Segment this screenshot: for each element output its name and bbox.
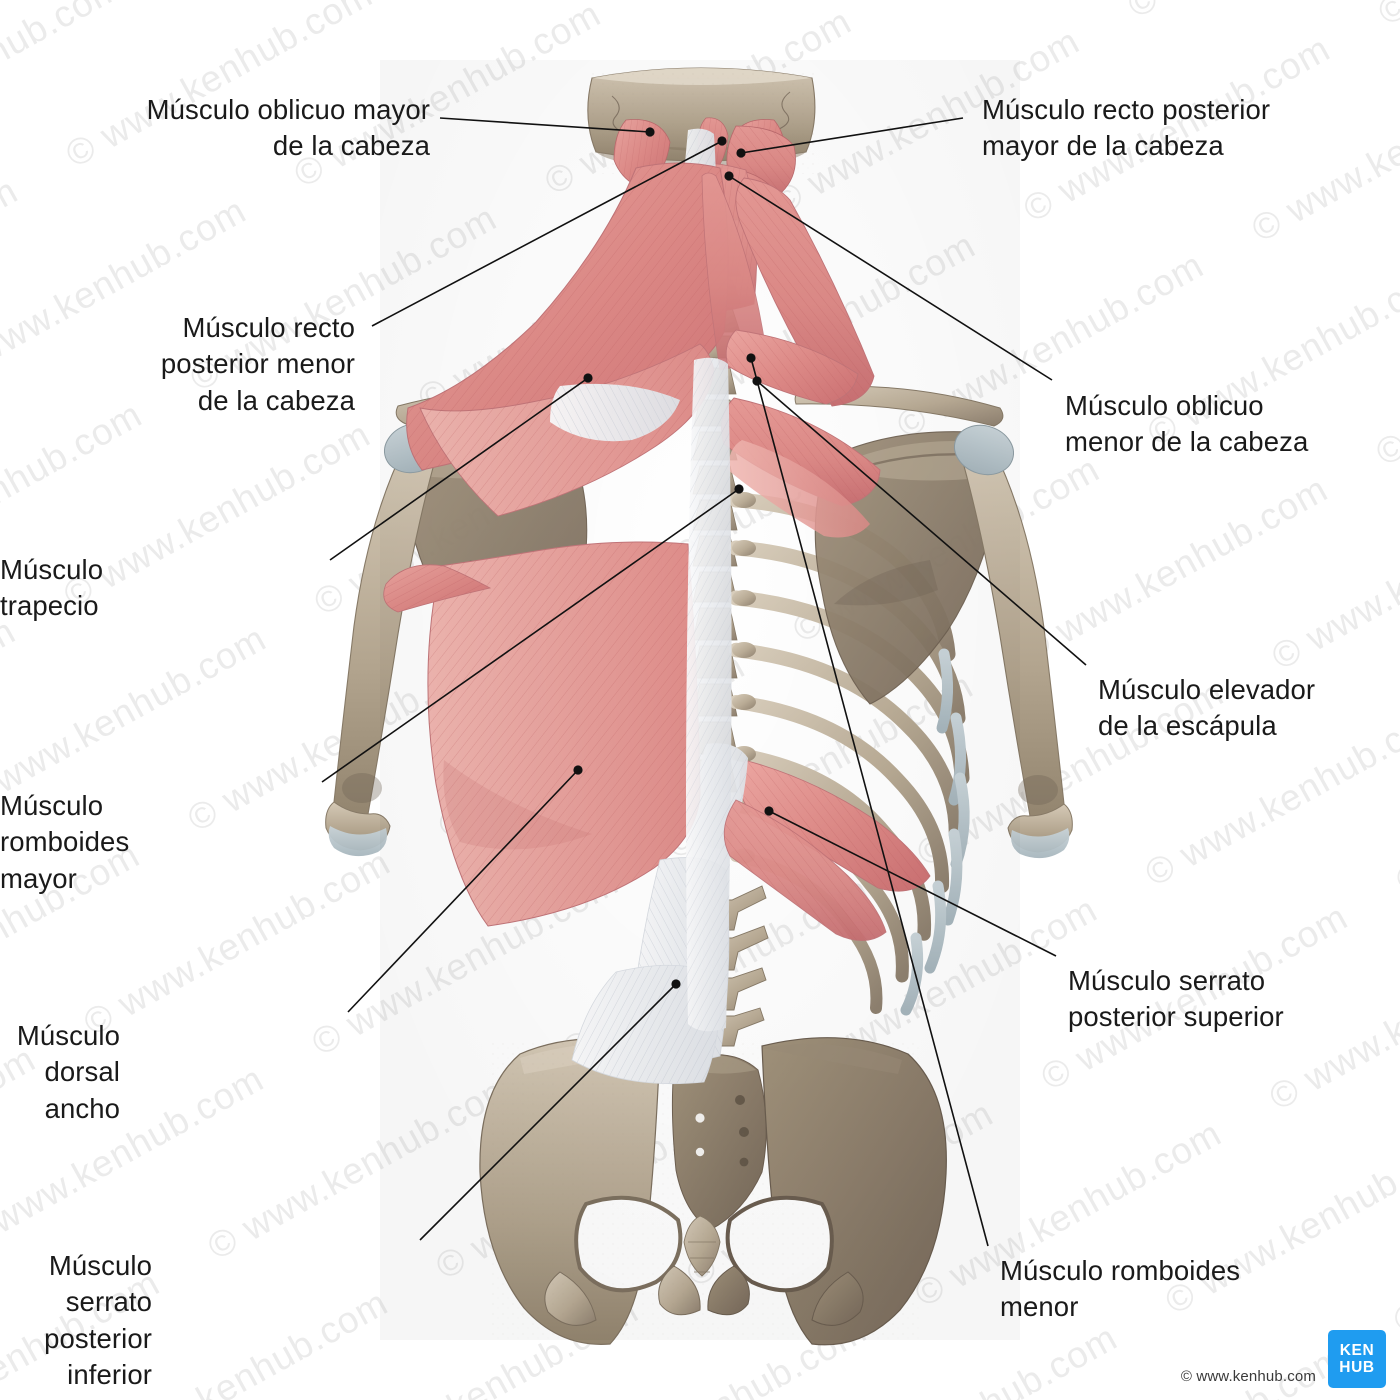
label-rectus-capitis-posterior-major: Músculo recto posterior mayor de la cabe…: [982, 94, 1271, 162]
label-rhomboid-major: Músculo romboides mayor: [0, 790, 130, 894]
label-serratus-posterior-superior: Músculo serrato posterior superior: [1068, 965, 1284, 1033]
label-obliquus-capitis-inferior: Músculo oblicuo menor de la cabeza: [1065, 390, 1309, 458]
kenhub-logo[interactable]: KEN HUB: [1328, 1330, 1386, 1388]
copyright-notice: © www.kenhub.com: [1180, 1368, 1316, 1385]
label-levator-scapulae: Músculo elevador de la escápula: [1098, 674, 1316, 742]
label-rhomboid-minor: Músculo romboides menor: [1000, 1255, 1241, 1323]
kenhub-logo-line2: HUB: [1339, 1359, 1375, 1376]
label-rectus-capitis-posterior-minor: Músculo recto posterior menor de la cabe…: [160, 312, 355, 416]
label-trapezius: Músculo trapecio: [0, 554, 104, 622]
label-obliquus-capitis-superior: Músculo oblicuo mayor de la cabeza: [146, 94, 430, 162]
label-latissimus-dorsi: Músculo dorsal ancho: [16, 1020, 120, 1124]
label-serratus-posterior-inferior: Músculo serrato posterior inferior: [44, 1250, 152, 1390]
kenhub-logo-line1: KEN: [1339, 1341, 1375, 1359]
